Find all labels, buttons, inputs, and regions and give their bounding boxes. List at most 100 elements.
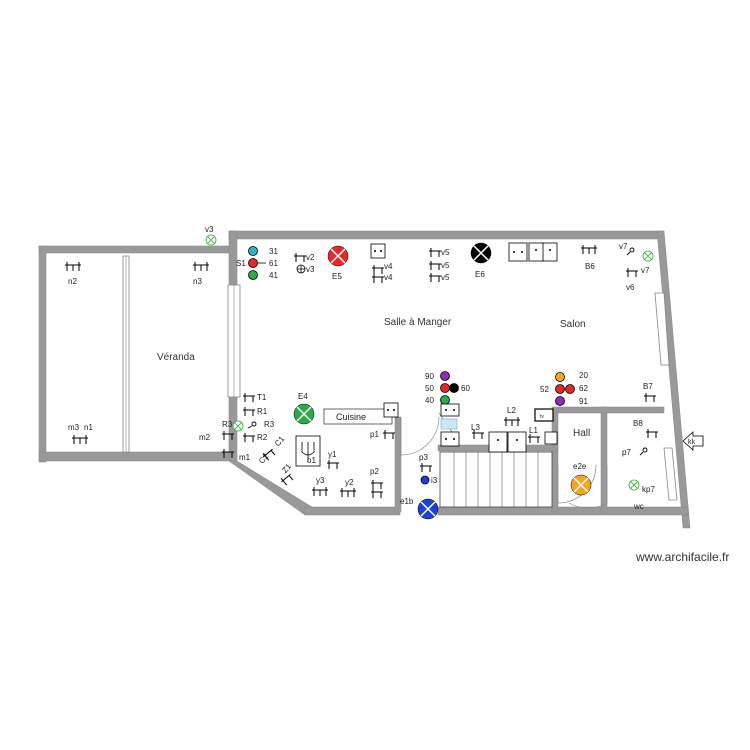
label-r3a: R3: [222, 420, 233, 429]
label-t1: T1: [257, 393, 267, 402]
label-v3b: v3: [306, 265, 315, 274]
label-e5: E5: [332, 272, 342, 281]
label-n1: n1: [84, 423, 93, 432]
switch-icon-p1: [382, 429, 396, 440]
label-v7a: v7: [619, 242, 628, 251]
light-icon-e2e: [570, 474, 592, 496]
label-z1: Z1: [280, 462, 293, 475]
outlet-center-icon: [440, 403, 460, 417]
outlet-icon: [370, 243, 386, 259]
label-60: 60: [461, 384, 470, 393]
label-40: 40: [425, 396, 434, 405]
label-b7: B7: [643, 382, 653, 391]
socket-90-icon: [440, 371, 450, 381]
key-icon-v7: [626, 247, 635, 256]
door-kitchen: [400, 416, 440, 456]
key-icon-r3: [247, 421, 257, 429]
label-52: 52: [540, 385, 549, 394]
label-41: 41: [269, 271, 278, 280]
light-icon-e5: [327, 245, 349, 267]
label-kp7: kp7: [642, 485, 655, 494]
label-b6: B6: [585, 262, 595, 271]
label-90: 90: [425, 372, 434, 381]
outlet-stair-icon: [440, 431, 460, 447]
room-veranda: Véranda: [157, 352, 195, 363]
label-v4a: v4: [384, 262, 393, 271]
label-p3: p3: [419, 453, 428, 462]
window-salon: [654, 292, 670, 366]
outlet-strip-icon: [528, 242, 558, 262]
label-v6: v6: [626, 283, 635, 292]
switch-icon-n2: [64, 261, 82, 272]
switch-icon-v4b: [371, 273, 385, 284]
socket-41-icon: [248, 270, 258, 280]
switch-icon-p3: [419, 462, 433, 473]
label-tv: tv: [540, 414, 544, 420]
door-wc: [568, 465, 608, 509]
socket-52-icon: [555, 384, 565, 394]
label-r3b: R3: [264, 420, 275, 429]
label-v3: v3: [205, 225, 214, 234]
room-hall: Hall: [573, 428, 590, 439]
switch-icon-v4a: [371, 264, 385, 275]
socket-61-icon: [248, 258, 258, 268]
outlet-l-icon: [488, 431, 508, 453]
outlet-kitchen-icon: [383, 402, 399, 418]
label-i3: i3: [431, 476, 438, 485]
wall-bottom-2: [437, 506, 689, 516]
label-r2: R2: [257, 433, 268, 442]
label-y2: y2: [345, 478, 354, 487]
label-v5c: v5: [441, 273, 450, 282]
outlet-l2-icon: [507, 431, 527, 453]
outlet-small-icon: [544, 431, 558, 445]
wall-hall-left: [551, 406, 559, 513]
light-icon-e6: [470, 242, 492, 264]
room-salon: Salon: [560, 319, 586, 330]
watermark: www.archifacile.fr: [636, 550, 730, 564]
label-31: 31: [269, 247, 278, 256]
label-v7b: v7: [641, 266, 650, 275]
socket-40-icon: [440, 395, 450, 405]
window-wc: [663, 447, 678, 501]
wall-hall-top: [557, 406, 665, 414]
label-v2: v2: [306, 253, 315, 262]
room-cuisine: Cuisine: [336, 412, 366, 422]
wall-veranda-top: [38, 245, 230, 254]
room-wc: wc: [633, 502, 644, 511]
label-l2: L2: [507, 406, 516, 415]
switch-icon-y2: [339, 487, 357, 498]
key-icon-p7: [639, 447, 648, 456]
wall-bottom-slant: [228, 460, 313, 516]
socket-31-icon: [248, 246, 258, 256]
label-50: 50: [425, 384, 434, 393]
label-62: 62: [579, 384, 588, 393]
switch-icon-v5a: [428, 247, 442, 258]
label-v5b: v5: [441, 261, 450, 270]
label-r1: R1: [257, 407, 268, 416]
wall-bottom-1: [304, 506, 401, 516]
label-e4: E4: [298, 392, 308, 401]
switch-icon-p2a: [370, 479, 384, 490]
wall-veranda-left: [38, 245, 47, 463]
label-e1b: e1b: [400, 497, 414, 506]
label-s1: S1: [236, 259, 246, 268]
switch-icon-y3: [311, 486, 329, 497]
label-c2: C2: [257, 451, 271, 465]
switch-icon-v5c: [428, 272, 442, 283]
label-v4b: v4: [384, 273, 393, 282]
antenna-icon: [301, 442, 315, 462]
light-icon-e4: [293, 403, 315, 425]
switch-icon-n3: [192, 261, 210, 272]
socket-62-icon: [565, 384, 575, 394]
label-n2: n2: [68, 277, 77, 286]
switch-icon-m3: [71, 434, 89, 445]
switch-icon-p2b: [370, 488, 384, 499]
switch-icon-r1: [242, 406, 256, 417]
label-kk: kk: [688, 439, 696, 446]
switch-icon-b6: [580, 244, 598, 255]
label-y1: y1: [328, 450, 337, 459]
switch-icon-t1: [242, 392, 256, 403]
label-p2: p2: [370, 467, 379, 476]
label-v5a: v5: [441, 248, 450, 257]
